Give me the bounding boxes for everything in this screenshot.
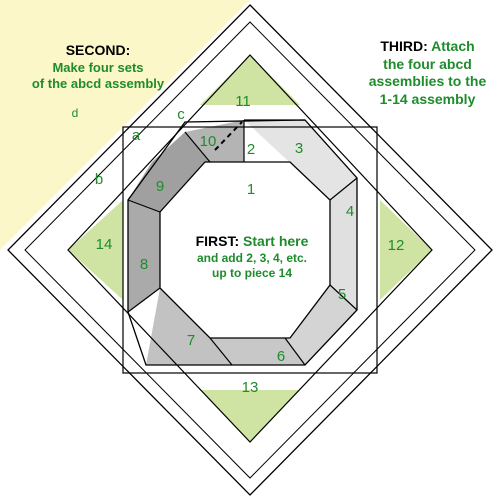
piece-8-shape [128, 192, 160, 312]
third-body-line2: the four abcd [383, 55, 472, 72]
outer-diamond [7, 4, 493, 496]
third-body-line3: assemblies to the [368, 73, 487, 89]
piece-label-6: 6 [277, 348, 285, 365]
square-edge-diamond [67, 54, 433, 443]
first-heading: FIRST: [195, 233, 240, 249]
piece-11-shape [200, 55, 300, 105]
dashed-seam [214, 121, 243, 151]
piece-label-c: c [177, 106, 185, 123]
first-body-line2: and add 2, 3, 4, etc. [196, 250, 308, 265]
strip-divider-4-5 [329, 284, 358, 311]
piece-label-11: 11 [235, 93, 251, 110]
piece-label-b: b [95, 171, 103, 188]
second-instruction: SECOND: Make four sets of the abcd assem… [18, 42, 178, 92]
piece-13-shape [200, 390, 300, 442]
center-square [122, 126, 378, 374]
first-instruction: FIRST: Start here and add 2, 3, 4, etc. … [172, 233, 332, 281]
strip-divider-5-6 [284, 337, 306, 366]
piece-label-10: 10 [200, 133, 217, 150]
second-body-line2: of the abcd assembly [31, 75, 165, 91]
piece-12-shape [380, 200, 432, 300]
piece-label-2: 2 [247, 141, 255, 158]
piece-label-5: 5 [338, 286, 346, 303]
piece-6-shape [210, 338, 305, 365]
piece-label-13: 13 [242, 379, 259, 396]
second-body-line1: Make four sets [52, 59, 144, 75]
piece-label-a: a [132, 127, 141, 144]
piece-14-shape [68, 200, 123, 300]
piece-label-8: 8 [140, 256, 148, 273]
piece-label-14: 14 [96, 236, 113, 253]
piece-9-shape [128, 132, 210, 212]
piece-label-12: 12 [388, 237, 405, 254]
second-heading: SECOND: [65, 42, 131, 58]
strip-divider-8-9 [127, 199, 161, 213]
piece-label-1: 1 [247, 181, 255, 198]
third-body-inline: Attach [431, 38, 475, 54]
piece-7-shape [146, 288, 232, 365]
third-body-line4: 1-14 assembly [379, 90, 476, 107]
piece-4-shape [330, 178, 357, 310]
piece-10-shape [185, 120, 244, 162]
piece-label-d: d [72, 106, 79, 120]
piece-label-3: 3 [295, 140, 303, 157]
strip-divider-7-8 [127, 287, 161, 313]
inner-diamond [24, 21, 476, 479]
first-body-line3: up to piece 14 [211, 265, 293, 280]
strip-divider-3-4 [329, 177, 358, 201]
strip-divider-6-7 [209, 337, 233, 366]
first-body-inline: Start here [243, 233, 309, 249]
piece-1-shape [159, 161, 331, 339]
piece-label-4: 4 [346, 203, 354, 220]
third-heading: THIRD: [380, 38, 428, 54]
abcd-assembly-area [0, 0, 250, 250]
piece-label-7: 7 [187, 332, 195, 349]
strip-divider-9-10 [184, 131, 211, 163]
piece-3-shape [244, 120, 357, 200]
piece-5-shape [285, 285, 357, 365]
piece-label-9: 9 [156, 178, 164, 195]
third-instruction: THIRD: Attach the four abcd assemblies t… [360, 38, 495, 108]
